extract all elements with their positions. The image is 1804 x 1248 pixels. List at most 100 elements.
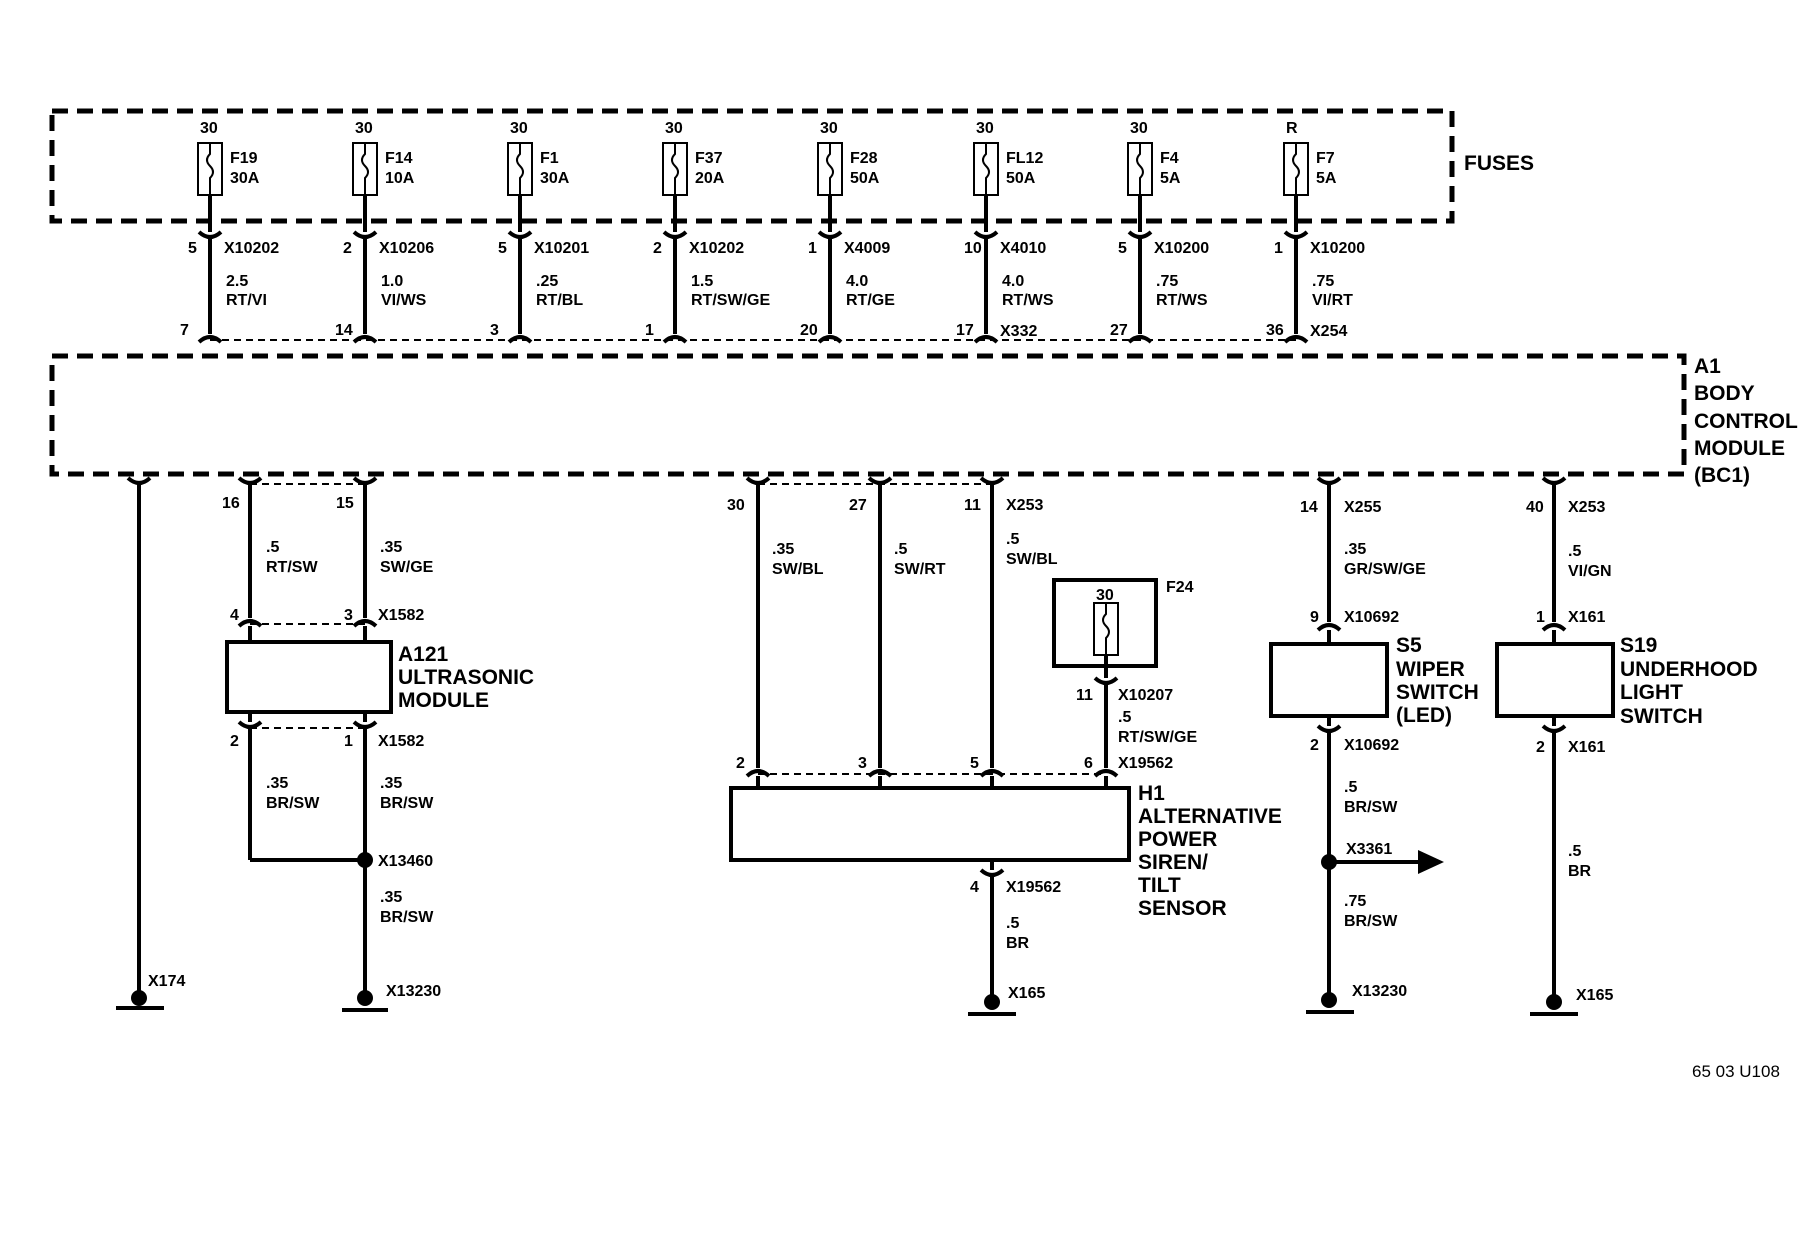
fuse-upper-conn: X10201: [534, 240, 589, 257]
wiper-in-pin: 9: [1310, 609, 1319, 626]
wiper-wire-b-size: .5: [1344, 779, 1357, 796]
fuse-lower-pin: 7: [180, 322, 189, 339]
ultrasonic-title-1: A121: [398, 643, 449, 666]
siren-out-conn: X19562: [1006, 879, 1061, 896]
underhood-title-2: UNDERHOOD: [1620, 658, 1758, 681]
fuse-upper-pin: 10: [964, 240, 982, 257]
fuse-lower-conn: X254: [1310, 323, 1347, 340]
fuse-wire-color: RT/WS: [1002, 292, 1054, 309]
fuse-terminal: R: [1286, 120, 1298, 137]
fuse-wire-color: RT/VI: [226, 292, 267, 309]
siren-module-box: [729, 786, 1131, 862]
ground-x174-circuit: X174: [116, 476, 185, 1010]
fuse-wire-size: 1.5: [691, 273, 713, 290]
ultrasonic-ground-label: X13230: [386, 983, 441, 1000]
ultrasonic-wire-e-color: BR/SW: [380, 909, 434, 926]
fuse-name: F7: [1316, 150, 1335, 167]
fuse-upper-conn: X10202: [689, 240, 744, 257]
fuse-f24-name: F24: [1166, 579, 1194, 596]
fuse-lower-pin: 1: [645, 322, 654, 339]
wiper-title-1: S5: [1396, 634, 1422, 657]
wiper-title-2: WIPER: [1396, 658, 1465, 681]
bcm-label-line5: (BC1): [1694, 464, 1750, 487]
ultrasonic-wire-a-color: RT/SW: [266, 559, 318, 576]
siren-wire-a-size: .35: [772, 541, 794, 558]
ultrasonic-wire-e-size: .35: [380, 889, 402, 906]
wiper-splice-label: X3361: [1346, 841, 1392, 858]
siren-out-pin: 4: [970, 879, 979, 896]
fuse-terminal: 30: [820, 120, 838, 137]
fuse-lower-pin: 3: [490, 322, 499, 339]
fuse-f24-conn: X10207: [1118, 687, 1173, 704]
siren-in-pin-a: 2: [736, 755, 745, 772]
wiper-wire-a-color: GR/SW/GE: [1344, 561, 1426, 578]
wiper-wire-a-size: .35: [1344, 541, 1366, 558]
underhood-wire-a-color: VI/GN: [1568, 563, 1612, 580]
fuse-lower-pin: 17: [956, 322, 974, 339]
wiper-in-conn: X10692: [1344, 609, 1399, 626]
fuse-terminal: 30: [665, 120, 683, 137]
underhood-bcm-conn: X253: [1568, 499, 1605, 516]
fuse-upper-pin: 5: [498, 240, 507, 257]
wiper-switch-circuit: 14 X255 .35 GR/SW/GE 9 X10692 S5 WIPER S…: [1269, 476, 1479, 1014]
fuse-lower-pin: 20: [800, 322, 818, 339]
fuse-rating: 5A: [1316, 170, 1337, 187]
fuse-rating: 30A: [540, 170, 570, 187]
siren-ground-label: X165: [1008, 985, 1045, 1002]
fuse-f24-terminal: 30: [1096, 587, 1114, 604]
fuse-column: [1127, 142, 1153, 344]
ultrasonic-in-pin-a: 4: [230, 607, 239, 624]
underhood-title-4: SWITCH: [1620, 705, 1703, 728]
siren-circuit: 30 27 11 X253 .35 SW/BL .5 SW/RT .5 SW/B…: [727, 476, 1282, 1016]
fuse-terminal: 30: [976, 120, 994, 137]
siren-in-pin-c: 5: [970, 755, 979, 772]
underhood-title-1: S19: [1620, 634, 1657, 657]
ultrasonic-wire-c-size: .35: [266, 775, 288, 792]
ultrasonic-out-pin-a: 2: [230, 733, 239, 750]
fuse-wire-size: .75: [1156, 273, 1178, 290]
fuse-lower-conn: X332: [1000, 323, 1037, 340]
wiper-bcm-pin: 14: [1300, 499, 1318, 516]
fuse-upper-conn: X10200: [1154, 240, 1209, 257]
ultrasonic-wire-b-size: .35: [380, 539, 402, 556]
fuse-lower-pin: 27: [1110, 322, 1128, 339]
siren-bcm-pin-c: 11: [964, 497, 981, 514]
ultrasonic-bcm-pin-b: 15: [336, 495, 354, 512]
fuse-upper-conn: X4010: [1000, 240, 1046, 257]
siren-bcm-pin-a: 30: [727, 497, 745, 514]
bcm-label-line4: MODULE: [1694, 437, 1785, 460]
fuse-upper-pin: 2: [653, 240, 662, 257]
ultrasonic-bcm-pin-a: 16: [222, 495, 240, 512]
ultrasonic-wire-c-color: BR/SW: [266, 795, 320, 812]
bcm-label-line2: BODY: [1694, 382, 1755, 405]
fuse-column: [1283, 142, 1309, 344]
ultrasonic-wire-d-size: .35: [380, 775, 402, 792]
wiper-wire-b-color: BR/SW: [1344, 799, 1398, 816]
wiper-out-conn: X10692: [1344, 737, 1399, 754]
fuse-name: F14: [385, 150, 413, 167]
ultrasonic-in-pin-b: 3: [344, 607, 353, 624]
ultrasonic-title-3: MODULE: [398, 689, 489, 712]
ultrasonic-module-box: [225, 640, 393, 714]
underhood-in-conn: X161: [1568, 609, 1605, 626]
siren-wire-b-size: .5: [894, 541, 907, 558]
fuse-upper-pin: 1: [1274, 240, 1283, 257]
fuse-lower-pin: 14: [335, 322, 353, 339]
fuse-rating: 20A: [695, 170, 725, 187]
fuse-name: F1: [540, 150, 559, 167]
fuse-rating: 50A: [850, 170, 880, 187]
siren-in-pin-b: 3: [858, 755, 867, 772]
wiper-title-3: SWITCH: [1396, 681, 1479, 704]
underhood-in-pin: 1: [1536, 609, 1545, 626]
fuse-wire-color: RT/BL: [536, 292, 583, 309]
siren-wire-a-color: SW/BL: [772, 561, 824, 578]
siren-in-pin-d: 6: [1084, 755, 1093, 772]
fuse-upper-conn: X10200: [1310, 240, 1365, 257]
underhood-switch-circuit: 40 X253 .5 VI/GN 1 X161 S19 UNDERHOOD LI…: [1495, 476, 1758, 1016]
underhood-switch-box: [1495, 642, 1615, 718]
ground-x174-label: X174: [148, 973, 185, 990]
underhood-out-conn: X161: [1568, 739, 1605, 756]
wiper-wire-c-color: BR/SW: [1344, 913, 1398, 930]
fuse-wire-color: RT/GE: [846, 292, 895, 309]
